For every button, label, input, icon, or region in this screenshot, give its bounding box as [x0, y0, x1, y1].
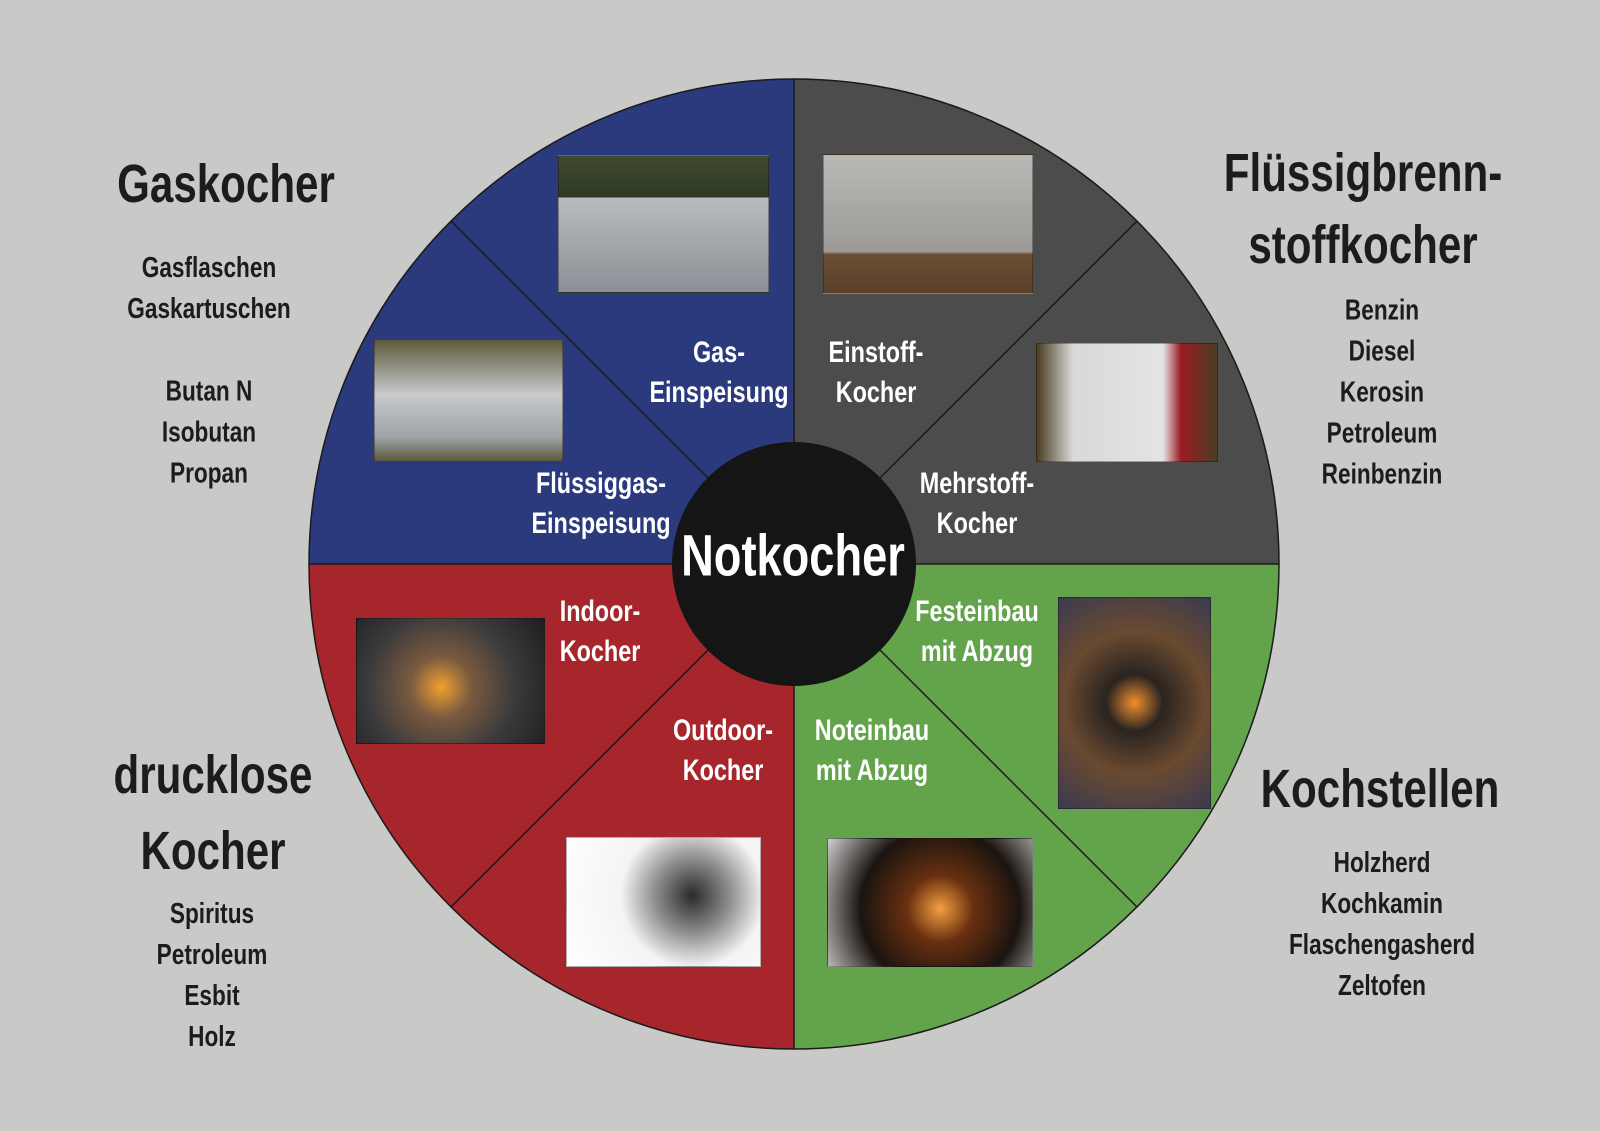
- category-title-gaskocher: Gaskocher: [117, 154, 335, 214]
- segment-label-outdoor-kocher: Outdoor-Kocher: [672, 714, 774, 787]
- photo-indoor-stove: [356, 618, 545, 744]
- segment-label-einstoff-kocher: Einstoff-Kocher: [828, 336, 924, 409]
- segment-label-fluessiggas-einspeisung: Flüssiggas-Einspeisung: [531, 467, 671, 540]
- photo-wood-stove-fireplace: [1058, 597, 1211, 809]
- segment-label-gas-einspeisung: Gas-Einspeisung: [649, 336, 789, 409]
- photo-liquid-gas-stove: [374, 339, 563, 462]
- category-title-fluessigbrennstoffkocher: Flüssigbrenn-stoffkocher: [1223, 143, 1503, 275]
- category-title-kochstellen: Kochstellen: [1260, 759, 1500, 819]
- photo-emergency-fireplace: [827, 838, 1033, 967]
- center-disc: [672, 442, 916, 686]
- photo-single-fuel-stove: [823, 154, 1033, 294]
- segment-label-mehrstoff-kocher: Mehrstoff-Kocher: [919, 467, 1035, 540]
- photo-outdoor-burner-can: [566, 837, 761, 967]
- photo-multi-fuel-stove: [1036, 343, 1218, 462]
- photo-gas-cartridge-stove: [558, 155, 769, 293]
- segment-label-indoor-kocher: Indoor-Kocher: [559, 595, 641, 668]
- center-label: Notkocher: [681, 523, 905, 589]
